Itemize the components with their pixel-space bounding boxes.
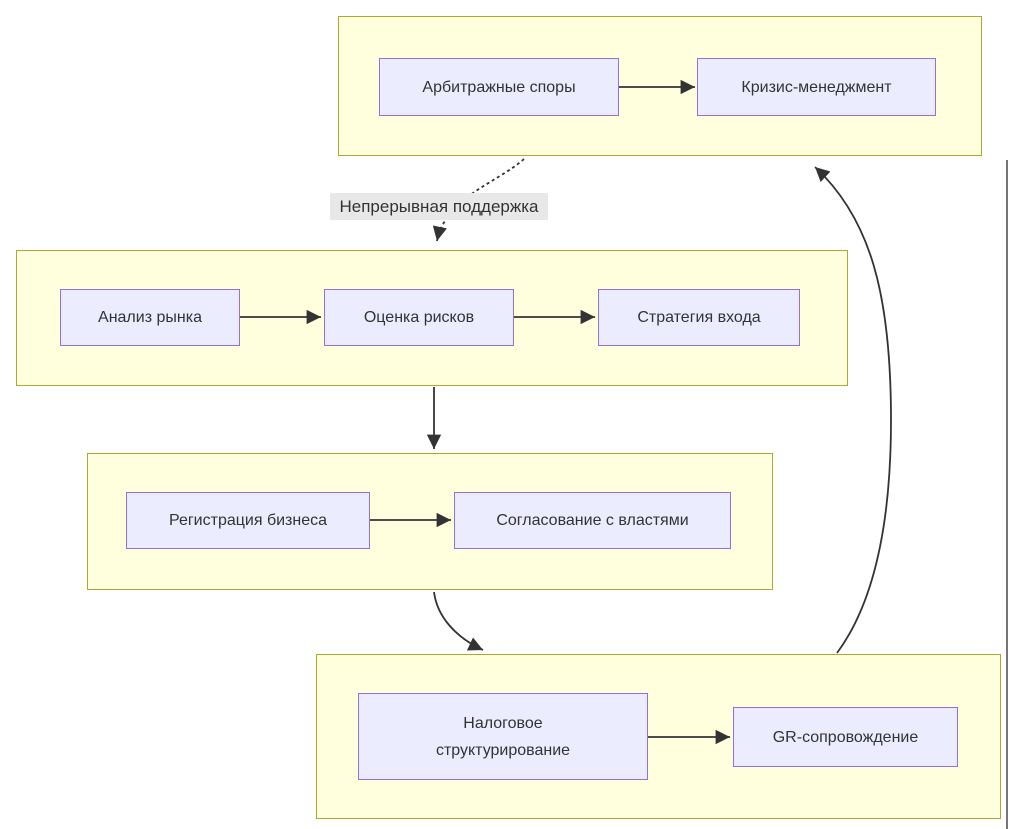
node-arbitrazhnye-spory: Арбитражные споры [379,58,619,116]
node-soglasovanie-s-vlastyami: Согласование с властями [454,492,731,549]
window-edge-line [1006,160,1008,829]
node-krizis-menedzhment: Кризис-менеджмент [697,58,936,116]
edge-label-text: Непрерывная поддержка [339,196,539,216]
node-label: Согласование с властями [496,512,689,529]
node-label: Регистрация бизнеса [168,512,328,529]
node-label: Оценка рисков [363,309,475,326]
node-nalogovoe-strukturirovanie: Налоговое структурирование [358,693,648,780]
node-label: Налоговое структурирование [435,714,571,759]
node-analiz-rynka: Анализ рынка [60,289,240,346]
node-label: Арбитражные споры [422,78,576,96]
edge-operations-to-support [814,166,892,654]
node-label: Кризис-менеджмент [741,78,892,96]
edge-registration-to-operations [433,591,484,651]
edge-label-continuous-support: Непрерывная поддержка [330,193,548,220]
node-ocenka-riskov: Оценка рисков [324,289,514,346]
node-gr-soprovozhdenie: GR-сопровождение [733,707,958,767]
node-label: GR-сопровождение [772,728,919,746]
node-strategiya-vhoda: Стратегия входа [598,289,800,346]
node-label: Анализ рынка [98,309,202,326]
node-registraciya-biznesa: Регистрация бизнеса [126,492,370,549]
node-label: Стратегия входа [637,309,761,326]
